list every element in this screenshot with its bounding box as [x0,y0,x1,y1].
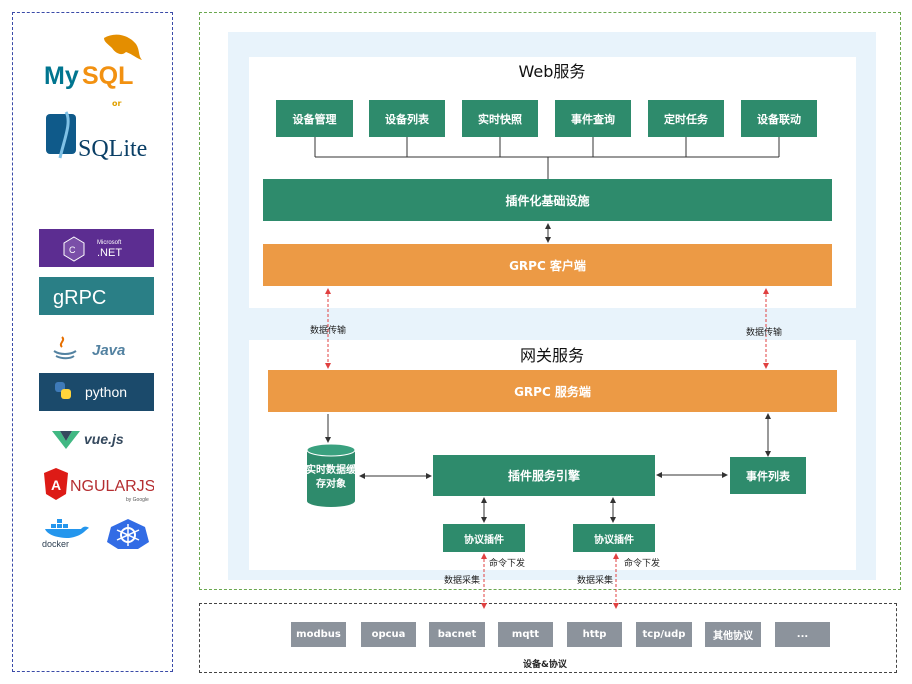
kubernetes-logo [103,518,153,550]
protocol-opcua: opcua [361,622,416,647]
python-logo: python [39,373,154,411]
protocol-mqtt: mqtt [498,622,553,647]
protocol-plugin-box-2: 协议插件 [573,524,655,552]
svg-text:docker: docker [42,539,69,548]
command-label-1: 命令下发 [489,559,526,569]
svg-text:by Google: by Google [126,497,149,503]
svg-text:.NET: .NET [97,247,122,259]
module-device-list: 设备列表 [369,100,445,137]
sqlite-logo: SQLite [44,110,154,165]
protocol-bacnet: bacnet [429,622,485,647]
angular-logo: A NGULARJS by Google [42,466,155,504]
protocol-tcp-udp: tcp/udp [636,622,692,647]
tech-stack-panel [12,12,173,672]
plugin-infrastructure-box: 插件化基础设施 [263,179,832,221]
command-label-2: 命令下发 [624,559,661,569]
svg-text:Java: Java [92,342,125,359]
grpc-server-box: GRPC 服务端 [268,370,837,412]
svg-text:C: C [69,245,76,255]
svg-text:vue.js: vue.js [84,431,124,447]
module-scheduled-tasks: 定时任务 [648,100,724,137]
svg-text:SQL: SQL [82,62,133,90]
dotnet-logo: C Microsoft .NET [39,229,154,267]
docker-logo: docker [41,518,95,549]
protocol-other: 其他协议 [705,622,761,647]
svg-text:python: python [85,384,127,400]
plugin-engine-box: 插件服务引擎 [433,455,655,496]
svg-text:My: My [44,62,79,90]
collect-label-2: 数据采集 [577,576,614,586]
java-logo: Java [48,333,153,363]
devices-panel [199,603,897,673]
module-device-linkage: 设备联动 [741,100,817,137]
data-transfer-label-right: 数据传输 [746,328,783,338]
svg-text:SQLite: SQLite [78,136,147,162]
mysql-logo: My SQL [42,30,152,90]
protocol-more: ... [775,622,830,647]
grpc-client-box: GRPC 客户端 [263,244,832,286]
svg-text:A: A [51,477,61,493]
module-device-management: 设备管理 [276,100,353,137]
module-realtime-snapshot: 实时快照 [462,100,538,137]
devices-caption: 设备&协议 [523,660,567,670]
realtime-cache-label: 实时数据缓存对象 [306,465,356,490]
event-list-box: 事件列表 [730,457,806,494]
vue-logo: vue.js [52,427,152,451]
protocol-http: http [567,622,622,647]
realtime-cache-cylinder [306,443,356,508]
architecture-panel [199,12,901,590]
gateway-service-title: 网关服务 [519,346,584,365]
grpc-logo: gRPC [39,277,154,315]
svg-text:NGULARJS: NGULARJS [70,478,154,495]
web-service-title: Web服务 [518,62,586,81]
protocol-plugin-box-1: 协议插件 [443,524,525,552]
protocol-modbus: modbus [291,622,346,647]
or-text: or [112,99,122,108]
svg-text:Microsoft: Microsoft [97,240,122,246]
data-transfer-label-left: 数据传输 [310,326,347,336]
module-event-query: 事件查询 [555,100,631,137]
svg-text:gRPC: gRPC [53,287,106,309]
collect-label-1: 数据采集 [444,576,481,586]
